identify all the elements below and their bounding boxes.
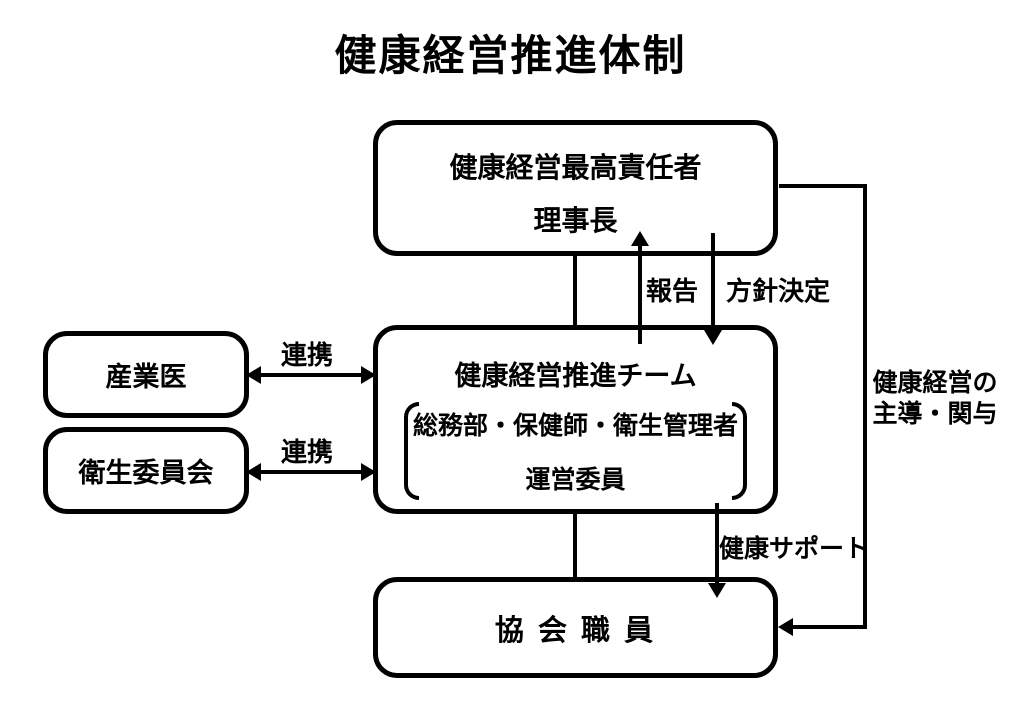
edge-label-report: 報告 [646,276,699,306]
edge-label-leadership: 健康経営の 主導・関与 [864,368,1006,430]
arrow-leadership-head-icon [778,618,793,636]
edge-label-cooperation-committee: 連携 [281,437,334,467]
node-team-members-line2: 運営委員 [525,466,626,494]
arrow-cooperation-physician-line [252,373,374,377]
arrow-policy-line [711,233,715,333]
arrow-policy-head-icon [704,330,722,345]
node-staff-label: 協 会 職 員 [494,614,657,647]
connector-executive-team-line [573,252,577,329]
node-occupational-physician-label: 産業医 [105,362,187,392]
edge-label-leadership-line2: 主導・関与 [872,400,998,428]
node-hygiene-committee-label: 衛生委員会 [78,458,214,488]
arrow-cooperation-physician-right-head-icon [361,366,376,384]
node-team-title: 健康経営推進チーム [454,361,697,391]
page-title: 健康経営推進体制 [334,32,687,79]
node-team-members-line1: 総務部・保健師・衛生管理者 [412,412,738,440]
arrow-report-head-icon [631,231,649,246]
arrow-leadership-vertical-segment [863,184,867,629]
arrow-leadership-top-segment [779,184,867,188]
arrow-leadership-bottom-segment [791,625,867,629]
node-staff: 協 会 職 員 [373,577,778,678]
arrow-cooperation-committee-line [252,470,374,474]
node-executive-title: 健康経営最高責任者 [449,152,702,183]
node-executive-subtitle: 理事長 [533,205,618,236]
node-team: 健康経営推進チーム 総務部・保健師・衛生管理者 運営委員 [373,325,778,514]
edge-label-leadership-line1: 健康経営の [872,369,998,397]
arrow-health-support-head-icon [708,583,726,598]
node-hygiene-committee: 衛生委員会 [43,427,249,514]
arrow-cooperation-physician-left-head-icon [246,366,261,384]
node-occupational-physician: 産業医 [43,331,249,418]
arrow-cooperation-committee-left-head-icon [246,463,261,481]
arrow-cooperation-committee-right-head-icon [361,463,376,481]
edge-label-policy-decision: 方針決定 [726,276,831,306]
bracket-left-icon [404,402,419,500]
edge-label-health-support: 健康サポート [719,535,870,563]
node-executive: 健康経営最高責任者 理事長 [373,120,778,256]
arrow-report-line [638,244,642,344]
connector-team-staff-line [573,510,577,580]
edge-label-cooperation-physician: 連携 [281,340,334,370]
arrow-health-support-line [715,503,719,585]
